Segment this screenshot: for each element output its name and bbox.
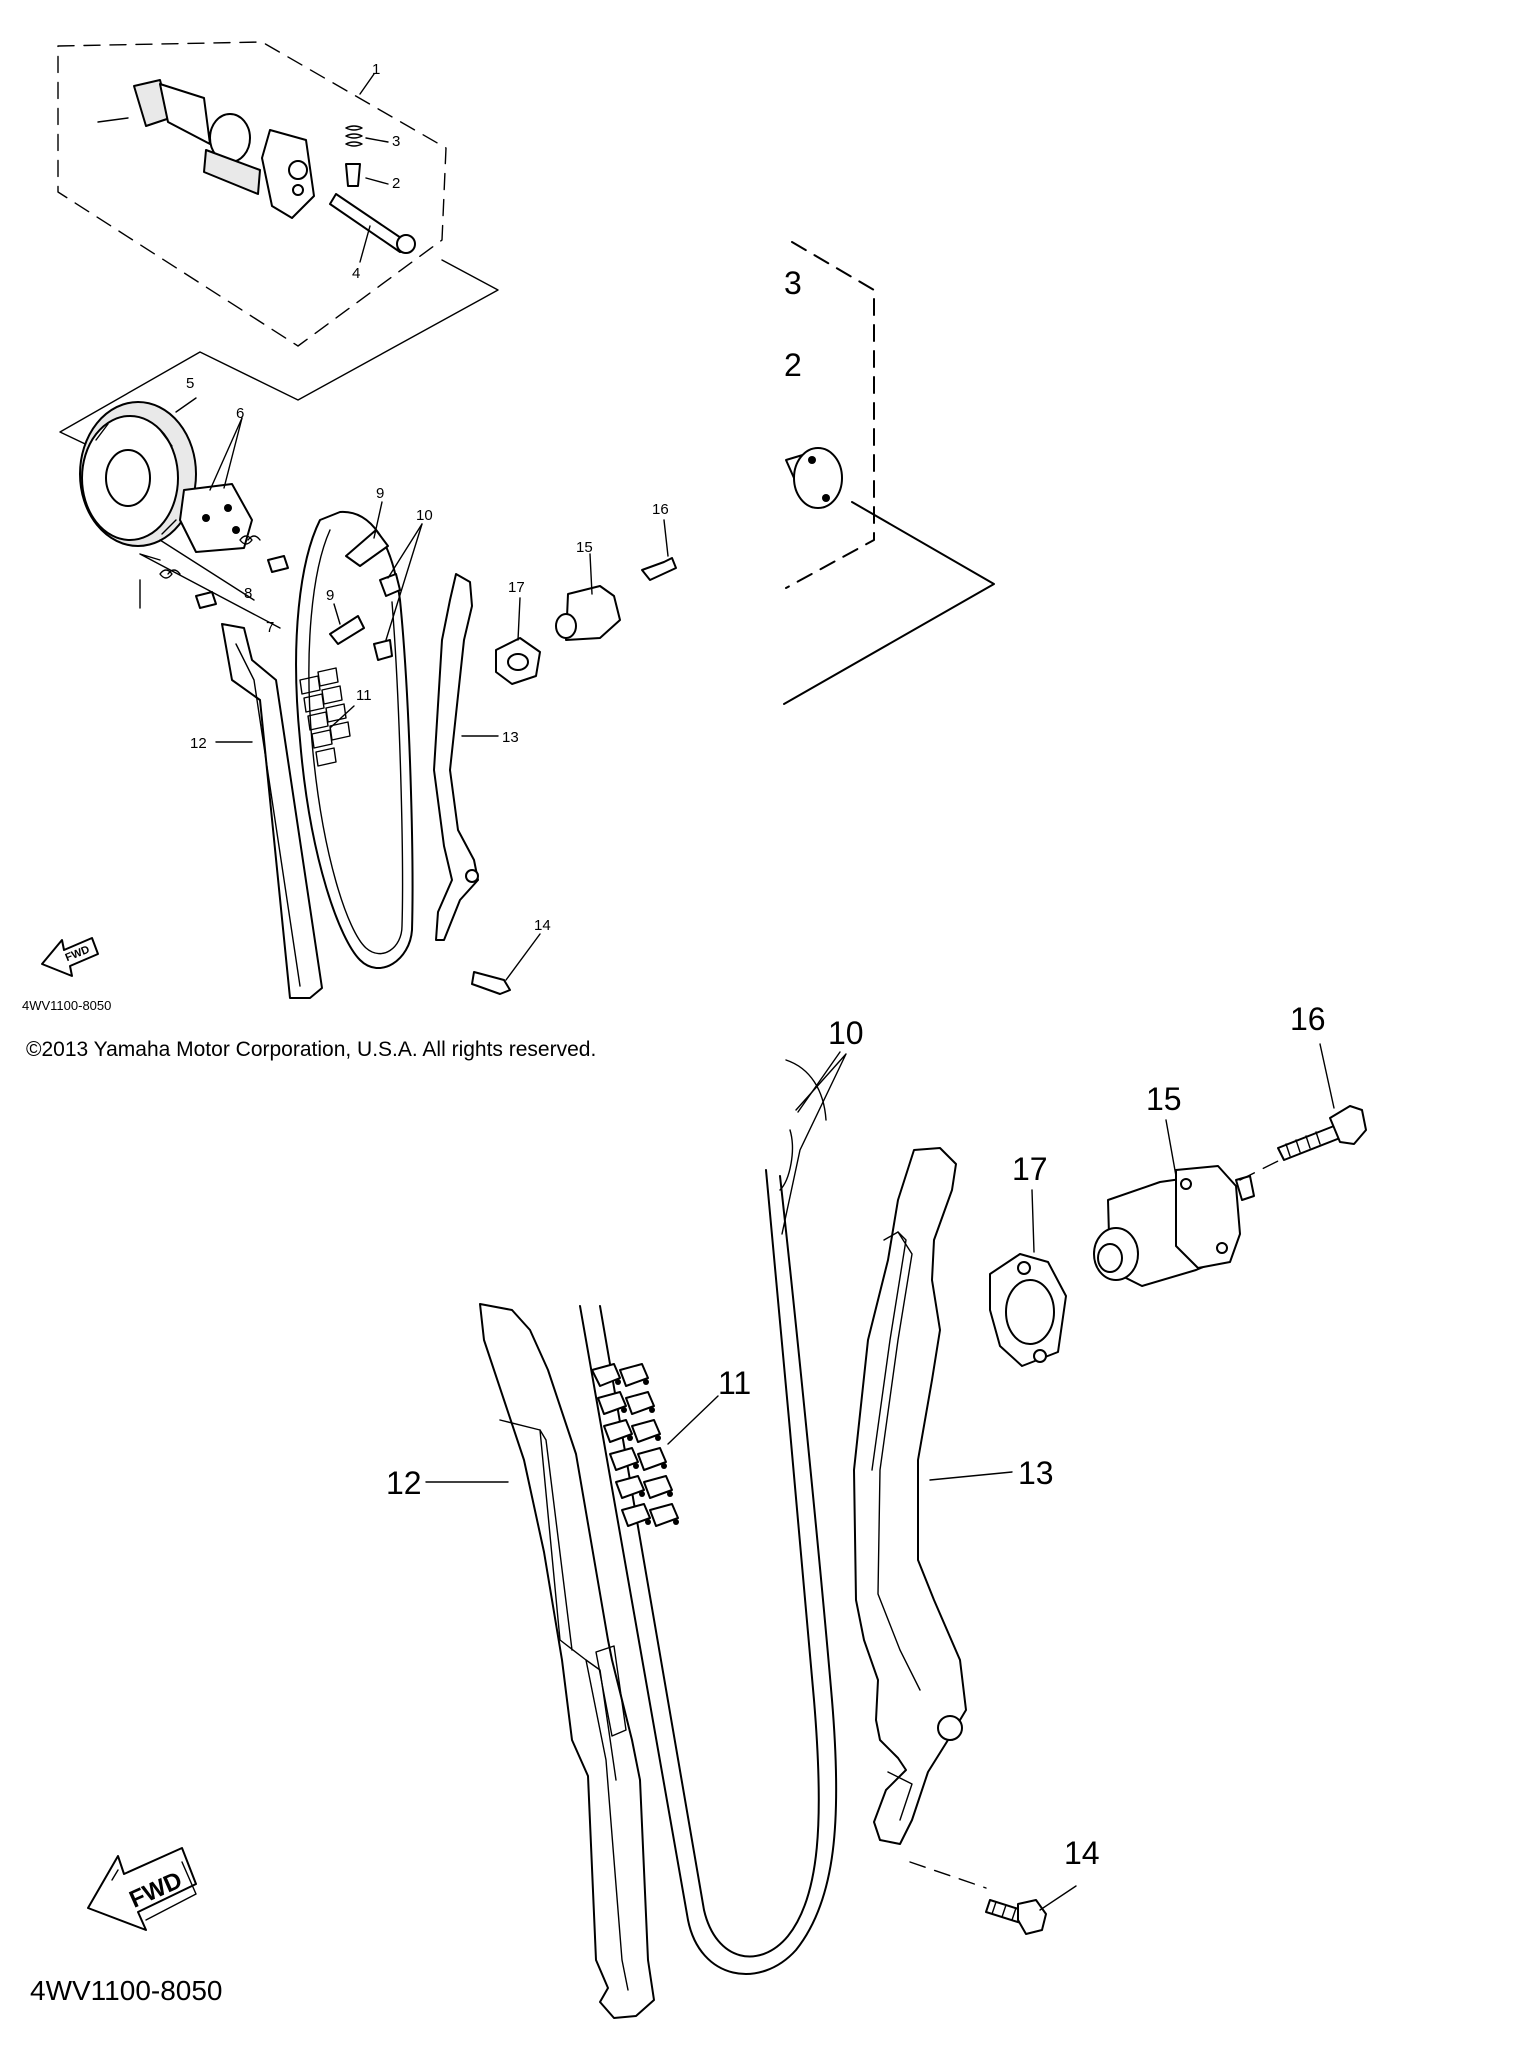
small-spring-8a xyxy=(159,569,181,579)
overview-callout-17: 17 xyxy=(508,579,525,596)
cam-chain-loop-large xyxy=(579,1175,838,1975)
overview-leader-lines xyxy=(175,73,669,981)
sprocket-edge-large xyxy=(785,1059,827,1121)
overview-callout-8: 8 xyxy=(244,585,252,602)
zoom-region-bracket xyxy=(785,241,875,589)
assembly-connector-line xyxy=(59,259,499,471)
overview-callout-2: 2 xyxy=(392,175,400,192)
overview-callout-9-lower: 9 xyxy=(326,587,334,604)
detail-callout-17: 17 xyxy=(1012,1151,1048,1187)
leader-10-large xyxy=(781,1053,847,1235)
decompression-spring-small xyxy=(345,125,363,147)
detail-leader-lines xyxy=(425,1043,1335,1911)
tensioner-guide-13-large xyxy=(853,1147,967,1845)
small-bolt-7a xyxy=(195,591,217,609)
detail-callout-10: 10 xyxy=(828,1015,864,1051)
camshaft xyxy=(97,79,315,219)
overview-diagram-code: 4WV1100-8050 xyxy=(22,998,111,1013)
detail-callout-2: 2 xyxy=(784,347,802,383)
chain-guide-12-large xyxy=(479,1303,655,2019)
detail-callout-3: 3 xyxy=(784,265,802,301)
detail-diagram: 10 16 15 17 11 12 13 14 FWD 4WV1100-8050 xyxy=(30,1001,1367,2019)
leader-lines-6-7-8 xyxy=(139,539,281,629)
gasket-17-large xyxy=(989,1253,1067,1367)
fwd-arrow-large-icon: FWD xyxy=(87,1847,197,1931)
overview-callout-3: 3 xyxy=(392,133,400,150)
bolt-10-upper-small xyxy=(379,573,401,597)
chain-guide-12-small xyxy=(221,623,323,999)
detail-callout-11: 11 xyxy=(718,1365,751,1401)
detail-diagram-code: 4WV1100-8050 xyxy=(30,1975,223,2006)
overview-diagram: 1 3 2 4 5 6 8 7 9 9 10 11 12 13 14 15 16… xyxy=(22,41,995,1013)
overview-callout-14: 14 xyxy=(534,917,551,934)
overview-callout-10: 10 xyxy=(416,507,433,524)
bolt-16-large xyxy=(1239,1105,1367,1181)
overview-callout-5: 5 xyxy=(186,375,194,392)
overview-callout-13: 13 xyxy=(502,729,519,746)
decompression-shaft-small xyxy=(329,193,416,254)
detail-callout-13: 13 xyxy=(1018,1455,1054,1491)
bolt-14-small xyxy=(471,971,511,995)
decompression-plate-small xyxy=(179,483,253,553)
decompression-pin-small xyxy=(345,163,361,187)
detail-callout-15: 15 xyxy=(1146,1081,1182,1117)
tensioner-guide-13-small xyxy=(433,573,479,941)
chain-tensioner-15-large xyxy=(1093,1165,1255,1287)
cam-chain-loop-small xyxy=(295,510,414,970)
detail-callout-12: 12 xyxy=(386,1465,422,1501)
fwd-arrow-small-icon: FWD xyxy=(41,937,99,977)
overview-callout-4: 4 xyxy=(352,265,360,282)
bolt-10-lower-small xyxy=(373,639,393,661)
bolt-14-large xyxy=(909,1861,1047,1935)
small-bolt-7b xyxy=(267,555,289,573)
decompression-shaft-end-large xyxy=(785,447,843,509)
cam-sprocket-small xyxy=(79,401,197,547)
guide-clip-9-upper xyxy=(345,529,389,567)
bolt-16-small xyxy=(641,557,677,581)
camshaft-assembly-dashed-box xyxy=(57,41,447,347)
cam-chain-links-small xyxy=(299,667,351,767)
detail-callout-14: 14 xyxy=(1064,1835,1100,1871)
overview-callout-6: 6 xyxy=(236,405,244,422)
overview-callout-12: 12 xyxy=(190,735,207,752)
small-spring-8b xyxy=(239,535,261,545)
copyright-notice: ©2013 Yamaha Motor Corporation, U.S.A. A… xyxy=(26,1038,597,1061)
overview-callout-9-upper: 9 xyxy=(376,485,384,502)
overview-callout-16: 16 xyxy=(652,501,669,518)
overview-callout-15: 15 xyxy=(576,539,593,556)
detail-callout-16: 16 xyxy=(1290,1001,1326,1037)
overview-callout-1: 1 xyxy=(372,61,380,78)
guide-clip-9-lower xyxy=(329,615,365,645)
overview-callout-11: 11 xyxy=(356,687,372,704)
cam-chain-links-large xyxy=(591,1363,679,1527)
chain-tensioner-15-small xyxy=(555,585,621,641)
overview-callout-7: 7 xyxy=(266,619,274,636)
